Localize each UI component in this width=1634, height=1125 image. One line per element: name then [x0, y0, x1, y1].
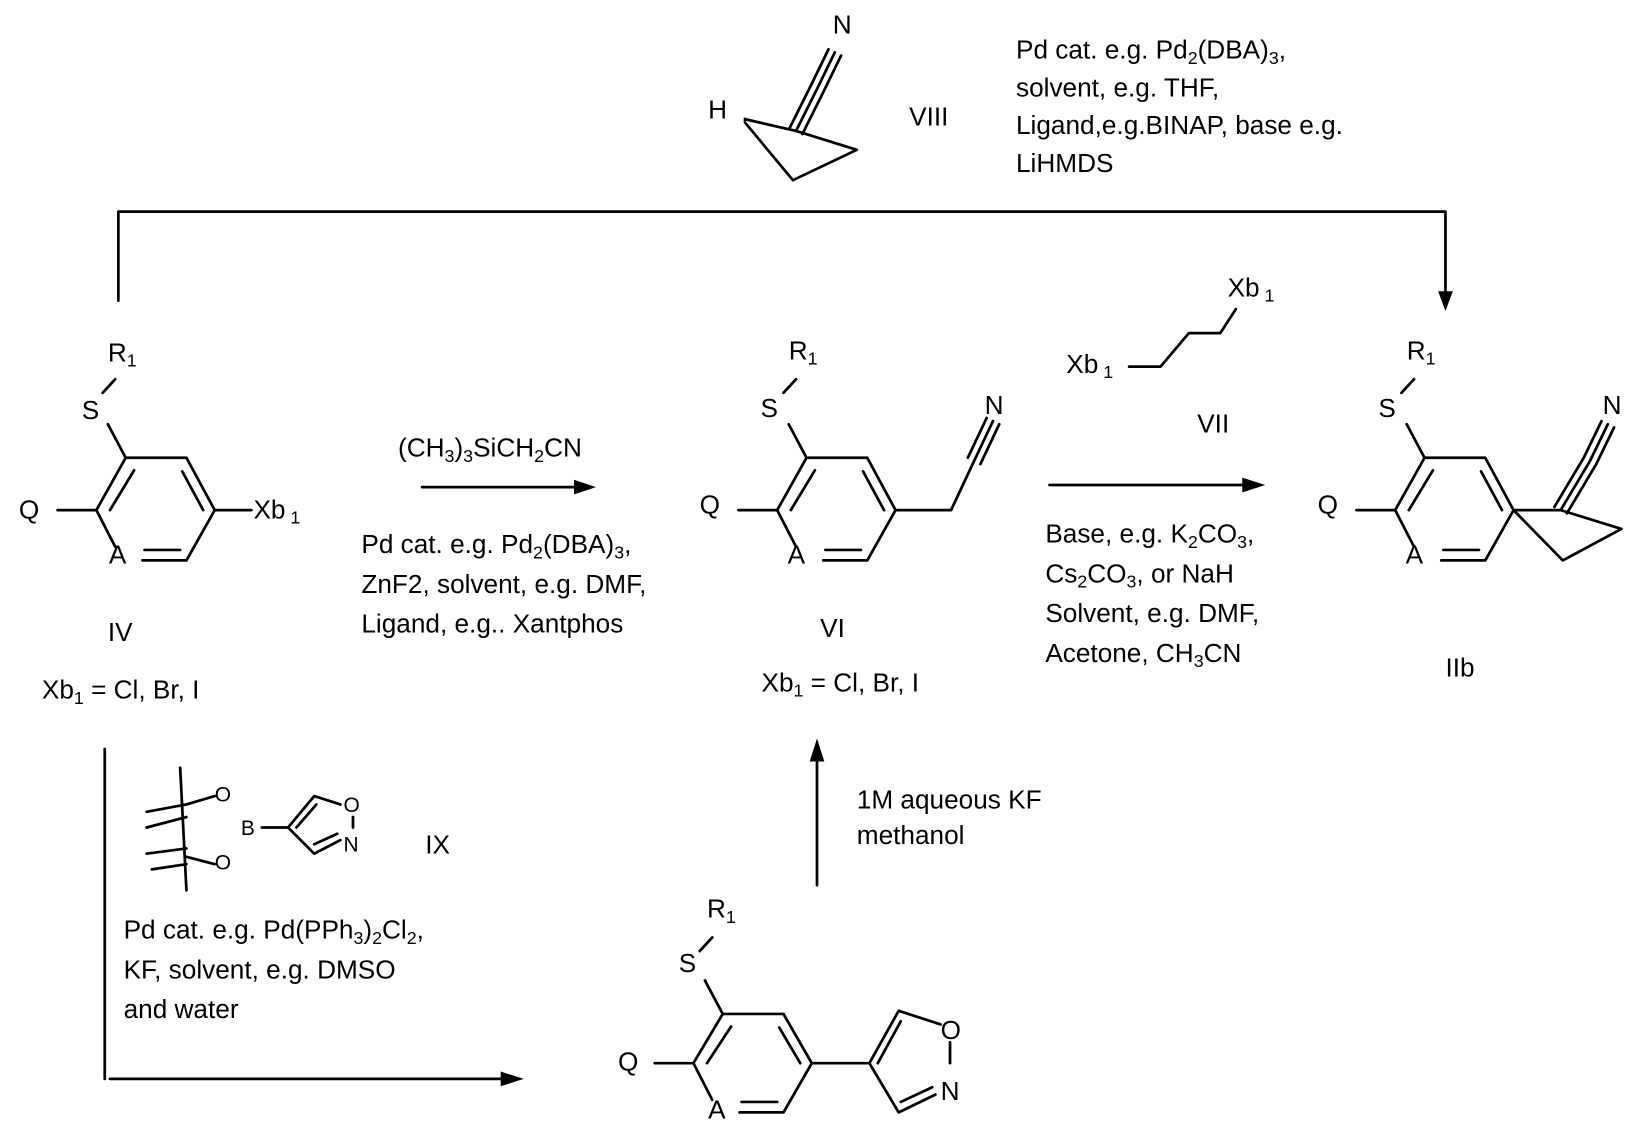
condition-line: methanol [857, 820, 965, 850]
atom-o: O [941, 1015, 961, 1045]
compound-label-iib: IIb [1445, 653, 1474, 683]
conditions-step1-reagent: (CH3)3SiCH2CN [398, 433, 582, 466]
compound-label-vi: VI [820, 613, 845, 643]
atom-a: A [708, 1095, 726, 1125]
condition-line: KF, solvent, e.g. DMSO [124, 954, 396, 984]
atom-xb1: Xb 1 [253, 495, 300, 528]
reagent-ix: B O O O N IX [147, 768, 450, 891]
condition-line: Ligand,e.g.BINAP, base e.g. [1016, 110, 1343, 140]
compound-vi: S R1 Q A N VI Xb1 = Cl, Br, I [700, 335, 1004, 700]
atom-xb1-left: Xb 1 [1066, 349, 1113, 382]
conditions-kf: 1M aqueous KF methanol [857, 785, 1042, 851]
atom-s: S [760, 393, 777, 423]
atom-o: O [215, 783, 231, 806]
arrow-isoxazolyl-to-vi [810, 738, 825, 885]
compound-label-vii: VII [1197, 409, 1229, 439]
conditions-step2: Base, e.g. K2CO3, Cs2CO3, or NaH Solvent, … [1045, 519, 1259, 672]
condition-line: and water [124, 994, 239, 1024]
atom-s: S [1378, 393, 1395, 423]
reagent-vii: Xb 1 Xb 1 VII [1066, 272, 1274, 438]
atom-r1: R1 [789, 335, 818, 368]
atom-xb1-right: Xb 1 [1228, 272, 1275, 305]
compound-label-iv: IV [108, 617, 133, 647]
atom-n: N [344, 834, 359, 857]
atom-q: Q [19, 495, 39, 525]
condition-line: Pd cat. e.g. Pd2(DBA)3, [361, 529, 631, 562]
condition-line: (CH3)3SiCH2CN [398, 433, 582, 466]
condition-line: Pd cat. e.g. Pd2(DBA)3, [1016, 35, 1286, 68]
atom-q: Q [1318, 489, 1338, 519]
condition-line: Solvent, e.g. DMF, [1045, 598, 1259, 628]
arrow-vi-to-iib [1050, 478, 1266, 493]
arrow-iv-to-vi [422, 480, 596, 495]
condition-line: Cs2CO3, or NaH [1045, 558, 1234, 591]
atom-b: B [241, 817, 255, 840]
compound-isoxazolyl-intermediate: S R1 Q A O N [618, 894, 961, 1125]
atom-n: N [1603, 390, 1622, 420]
atom-o: O [344, 794, 360, 817]
compound-label-viii: VIII [909, 102, 948, 132]
conditions-step1: Pd cat. e.g. Pd2(DBA)3, ZnF2, solvent, e.… [361, 529, 646, 639]
compound-label-ix: IX [425, 830, 450, 860]
atom-q: Q [618, 1047, 638, 1077]
condition-line: LiHMDS [1016, 148, 1113, 178]
condition-line: Acetone, CH3CN [1045, 638, 1241, 671]
xb1-definition: Xb1 = Cl, Br, I [42, 675, 200, 708]
atom-s: S [82, 395, 99, 425]
atom-n: N [941, 1076, 960, 1106]
atom-s: S [679, 948, 696, 978]
xb1-definition: Xb1 = Cl, Br, I [761, 667, 919, 700]
condition-line: 1M aqueous KF [857, 785, 1042, 815]
atom-r1: R1 [1407, 335, 1436, 368]
atom-a: A [109, 540, 127, 570]
atom-o: O [215, 851, 231, 874]
conditions-suzuki: Pd cat. e.g. Pd(PPh3)2Cl2, KF, solvent, e… [124, 915, 424, 1025]
conditions-top: Pd cat. e.g. Pd2(DBA)3, solvent, e.g. THF… [1016, 35, 1343, 178]
atom-a: A [1406, 540, 1424, 570]
condition-line: Pd cat. e.g. Pd(PPh3)2Cl2, [124, 915, 424, 948]
atom-q: Q [700, 489, 720, 519]
atom-n: N [985, 390, 1004, 420]
condition-line: solvent, e.g. THF, [1016, 72, 1219, 102]
atom-r1: R1 [108, 337, 137, 370]
condition-line: ZnF2, solvent, e.g. DMF, [361, 569, 646, 599]
atom-h: H [708, 94, 727, 124]
condition-line: Base, e.g. K2CO3, [1045, 519, 1254, 552]
atom-n: N [833, 10, 852, 40]
atom-a: A [788, 540, 806, 570]
compound-iib: S R1 Q A N IIb [1318, 335, 1622, 682]
condition-line: Ligand, e.g.. Xantphos [361, 609, 623, 639]
atom-r1: R1 [707, 894, 736, 927]
compound-iv: S R1 Q A Xb 1 IV Xb1 = Cl, Br, I [19, 337, 301, 708]
reagent-viii: H N VIII [708, 10, 948, 181]
